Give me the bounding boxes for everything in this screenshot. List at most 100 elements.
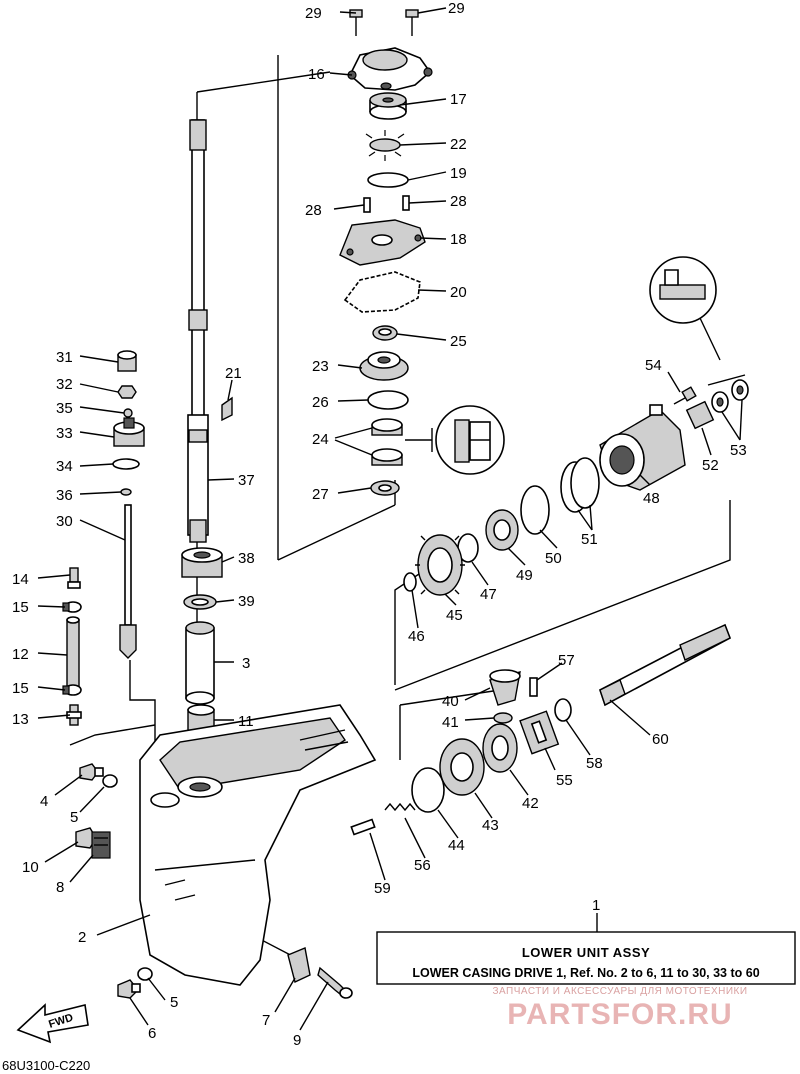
callout-29-right: 29: [448, 0, 465, 17]
forward-direction-marker: FWD: [16, 1003, 89, 1044]
callout-39: 39: [238, 593, 255, 610]
oil-seal-53a: [711, 391, 729, 413]
callout-16: 16: [308, 66, 325, 83]
o-ring-51b: [570, 457, 600, 509]
callout-28-right: 28: [450, 193, 467, 210]
callout-45: 45: [446, 607, 463, 624]
callout-44: 44: [448, 837, 465, 854]
shim-44: [411, 767, 445, 813]
nut-32: [117, 385, 137, 399]
watermark: ЗАПЧАСТИ И АКСЕССУАРЫ ДЛЯ МОТОТЕХНИКИ PA…: [492, 986, 747, 1031]
callout-7: 7: [262, 1012, 270, 1029]
bearing-49: [485, 509, 519, 551]
oil-seal-24-lower: [371, 448, 403, 466]
callout-18: 18: [450, 231, 467, 248]
callout-29-left: 29: [305, 5, 322, 22]
o-ring-26: [367, 390, 409, 410]
callout-28-left: 28: [305, 202, 322, 219]
bolt-29-right: [405, 9, 419, 36]
callout-31: 31: [56, 349, 73, 366]
dowel-pin-right: [402, 195, 410, 211]
callout-58: 58: [586, 755, 603, 772]
callout-33: 33: [56, 425, 73, 442]
water-pump-housing: [347, 47, 433, 91]
watermark-brand: PARTSFOR.RU: [507, 998, 732, 1031]
callout-54: 54: [645, 357, 662, 374]
washer-5-lower: [137, 967, 153, 981]
spring-56: [384, 802, 416, 812]
shim-46: [403, 572, 417, 592]
callout-49: 49: [516, 567, 533, 584]
callout-17: 17: [450, 91, 467, 108]
pin-57: [529, 677, 538, 697]
grommet-15-lower: [62, 684, 82, 696]
oil-seal-25: [372, 325, 398, 341]
callout-5-lower: 5: [170, 994, 178, 1011]
detail-circle-shift: [649, 256, 746, 386]
callout-numbers: 29 29 16 17 22 19 28 28 18 20 25 23 26 2…: [12, 0, 747, 1049]
callout-22: 22: [450, 136, 467, 153]
box-description: LOWER CASING DRIVE 1, Ref. No. 2 to 6, 1…: [412, 966, 759, 980]
callout-51: 51: [581, 531, 598, 548]
callout-60: 60: [652, 731, 669, 748]
callout-12: 12: [12, 646, 29, 663]
bearing-38: [181, 547, 223, 578]
callout-32: 32: [56, 376, 73, 393]
grommet-15-upper: [62, 601, 82, 613]
outer-plate-cartridge: [339, 219, 426, 266]
callout-34: 34: [56, 458, 73, 475]
shift-rod-30: [119, 504, 137, 659]
callout-8: 8: [56, 879, 64, 896]
pinion-gear: [489, 669, 521, 706]
callout-21: 21: [225, 365, 242, 382]
gasket-ring: [367, 172, 409, 188]
oil-seal-housing: [359, 351, 409, 381]
callout-4: 4: [40, 793, 48, 810]
bolt-54: [673, 386, 697, 405]
callout-15-upper: 15: [12, 599, 29, 616]
callout-6: 6: [148, 1025, 156, 1042]
callout-35: 35: [56, 400, 73, 417]
shift-collar-31: [117, 350, 137, 372]
watermark-tagline: ЗАПЧАСТИ И АКСЕССУАРЫ ДЛЯ МОТОТЕХНИКИ: [492, 986, 747, 997]
diagram-code: 68U3100-C220: [2, 1058, 90, 1073]
callout-42: 42: [522, 795, 539, 812]
callout-1: 1: [592, 897, 600, 914]
callout-3: 3: [242, 655, 250, 672]
bolt-29-left: [349, 9, 363, 36]
propeller-shaft: [599, 623, 732, 707]
callout-26: 26: [312, 394, 329, 411]
lower-casing: [139, 704, 377, 986]
callout-19: 19: [450, 165, 467, 182]
callout-36: 36: [56, 487, 73, 504]
lower-unit-assy-box: LOWER UNIT ASSY LOWER CASING DRIVE 1, Re…: [376, 913, 796, 985]
oil-seal-24-upper: [371, 418, 403, 436]
anode-8: [91, 831, 111, 859]
insert-cartridge: [369, 92, 407, 120]
callout-20: 20: [450, 284, 467, 301]
callout-13: 13: [12, 711, 29, 728]
o-ring-34: [112, 458, 140, 470]
propeller-shaft-housing: [599, 404, 686, 491]
callout-55: 55: [556, 772, 573, 789]
o-ring-50: [520, 485, 550, 535]
bearing-43: [439, 738, 485, 796]
callout-30: 30: [56, 513, 73, 530]
nut-41: [493, 712, 513, 724]
trim-tab-7: [287, 947, 311, 983]
washer-5-upper: [102, 774, 118, 788]
rubber-tube-12: [66, 616, 80, 689]
shift-rod-boss-33: [113, 417, 145, 447]
callout-23: 23: [312, 358, 329, 375]
callout-14: 14: [12, 571, 29, 588]
callout-46: 46: [408, 628, 425, 645]
callout-40: 40: [442, 693, 459, 710]
bolt-9: [317, 966, 353, 999]
callout-27: 27: [312, 486, 329, 503]
detail-circle-seal: [405, 405, 505, 475]
bearing-52: [685, 400, 715, 430]
sleeve-3: [185, 621, 215, 705]
callout-56: 56: [414, 857, 431, 874]
circlip-35: [123, 408, 133, 418]
